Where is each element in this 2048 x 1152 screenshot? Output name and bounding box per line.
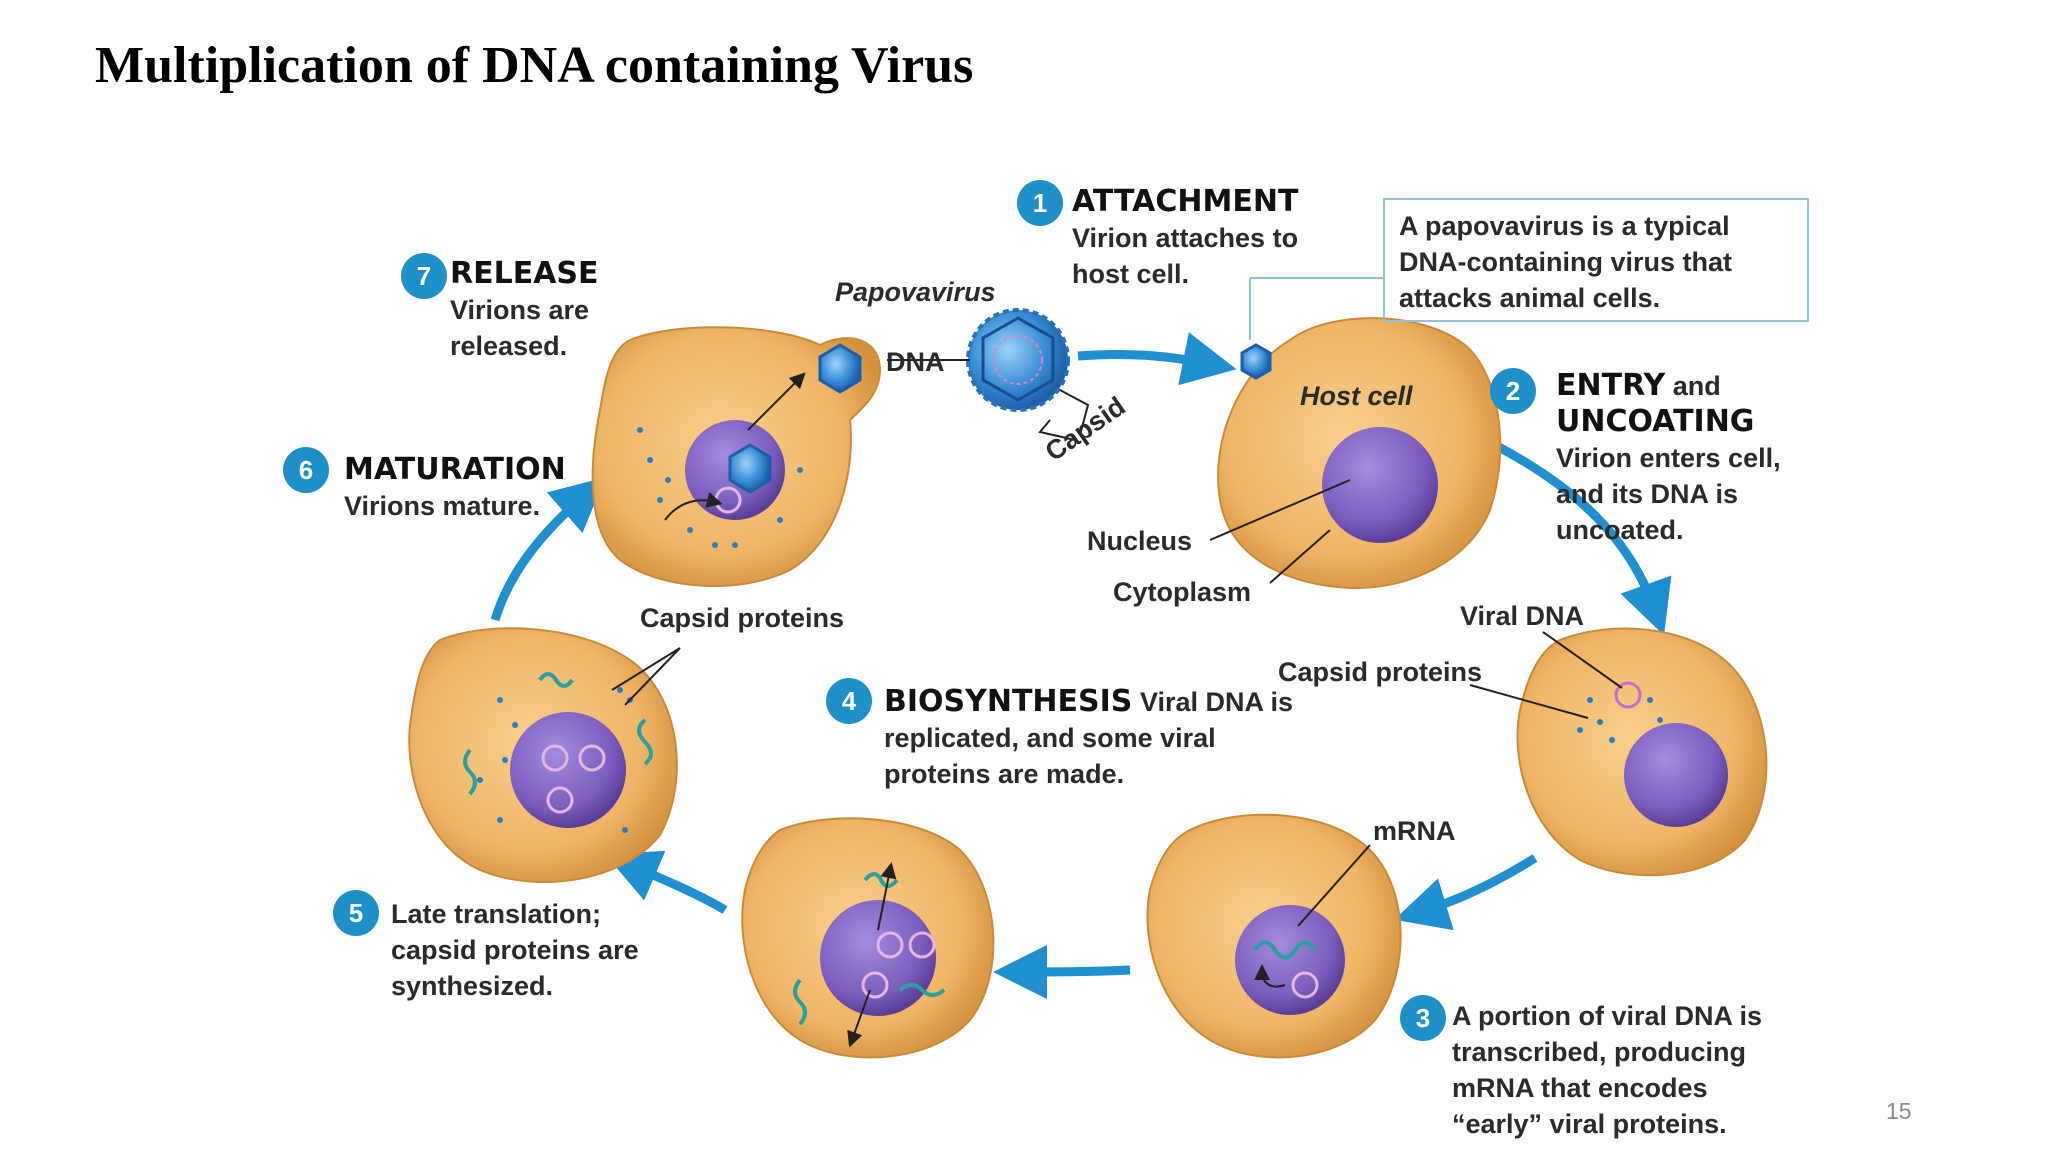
capsid-proteins-right-label: Capsid proteins [1278,657,1483,687]
step-2-heading-and: and [1672,371,1721,401]
step-6-description: Virions mature. [344,491,541,521]
cytoplasm-label: Cytoplasm [1113,577,1252,607]
step-7-description: Virions are released. [450,295,590,361]
arrow-entry [1492,441,1672,636]
capsid-proteins-left-label: Capsid proteins [640,603,845,633]
step-6-text: MATURATION Virions mature. [344,452,566,524]
attaching-virion [1240,277,1383,380]
step-1-text: ATTACHMENT Virion attaches to host cell. [1072,184,1332,292]
nucleus-label: Nucleus [1087,526,1193,556]
step-4-badge: 4 [826,678,872,724]
step-4-heading: BIOSYNTHESIS [884,684,1133,719]
page-number: 15 [1886,1098,1912,1124]
info-box: A papovavirus is a typical DNA-containin… [1383,198,1809,322]
biosynthesis-cell [741,817,995,1059]
step-6-badge: 6 [283,447,329,493]
release-cell [591,326,882,588]
arrow-attachment [1077,332,1237,386]
step-6-heading: MATURATION [344,452,566,487]
step-2-heading: ENTRY [1556,368,1666,403]
capsid-bracket [1038,389,1090,441]
late-translation-cell [408,627,681,884]
capsid-proteins-left-pointer-1 [611,647,681,691]
viral-dna-label: Viral DNA [1460,601,1585,631]
arrow-step6 [490,477,606,622]
mrna-pointer [1297,844,1371,927]
capsid-proteins-right-pointer [1469,684,1589,719]
host-cell-label: Host cell [1300,381,1413,411]
arrow-step3 [1394,854,1538,931]
mrna-label: mRNA [1373,816,1456,846]
step-7-heading: RELEASE [450,256,599,291]
step-7-text: RELEASE Virions are released. [450,256,630,364]
cycle-arrows [490,332,1672,999]
step-7-badge: 7 [401,253,447,299]
step-1-heading: ATTACHMENT [1072,184,1299,219]
arrow-step4 [992,944,1131,999]
viral-dna-pointer [1542,631,1623,689]
page-title: Multiplication of DNA containing Virus [95,37,974,94]
papovavirus-label: Papovavirus [835,277,996,307]
step-3-badge: 3 [1400,995,1446,1041]
step-4-description: Viral DNA is replicated, and some viral … [884,687,1293,789]
arrow-step5 [605,850,728,914]
step-4-text: BIOSYNTHESIS Viral DNA is replicated, an… [884,684,1324,792]
step-5-badge: 5 [333,890,379,936]
free-papovavirus [887,308,1090,441]
transcription-cell [1146,813,1402,1059]
uncoating-cell [1469,627,1768,877]
host-cell [1209,317,1502,590]
step-2-text: ENTRY and UNCOATING Virion enters cell, … [1556,368,1816,548]
nucleus-pointer [1209,479,1351,541]
step-2-heading-2: UNCOATING [1556,404,1755,439]
step-3-description: A portion of viral DNA is transcribed, p… [1452,1001,1763,1139]
step-2-description: Virion enters cell, and its DNA is uncoa… [1556,443,1781,545]
step-2-badge: 2 [1490,368,1536,414]
host-nucleus [1322,427,1438,543]
dna-label: DNA [886,347,945,377]
capsid-proteins-left-pointer-2 [624,647,681,706]
step-1-badge: 1 [1017,180,1063,226]
cytoplasm-pointer [1269,529,1331,584]
step-5-description: Late translation; capsid proteins are sy… [391,899,639,1001]
step-1-description: Virion attaches to host cell. [1072,223,1299,289]
